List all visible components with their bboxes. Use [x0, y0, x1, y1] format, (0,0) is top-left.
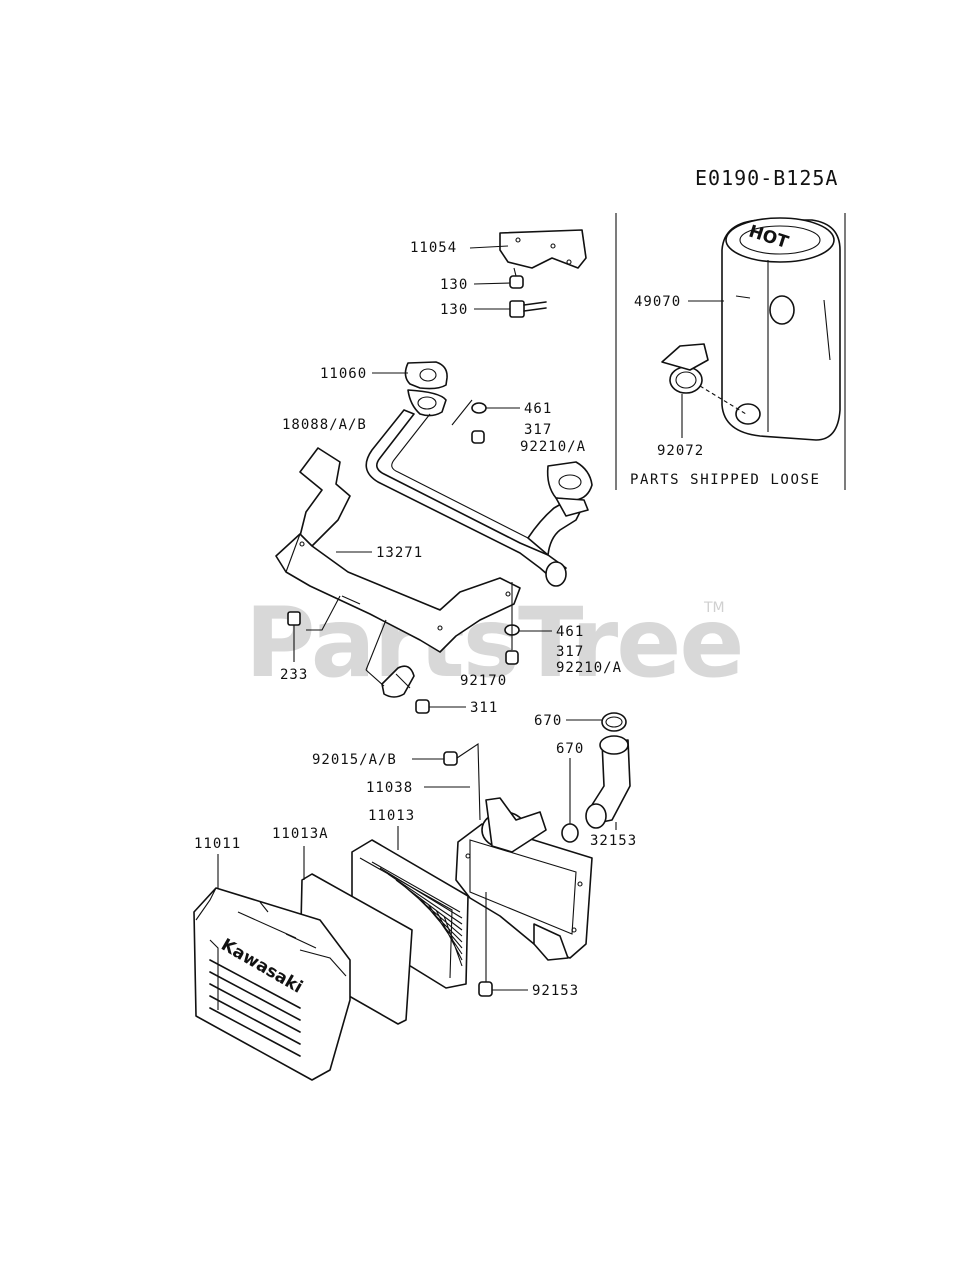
- gasket-11060: [404, 361, 448, 390]
- bolt-92153: [478, 981, 493, 997]
- callout-92210-upper: 92210/A: [520, 439, 586, 455]
- bolt-311: [415, 699, 430, 714]
- callout-92072: 92072: [657, 443, 704, 459]
- callout-92153: 92153: [532, 983, 579, 999]
- callout-11060: 11060: [320, 366, 367, 382]
- clamp-92170: [381, 665, 415, 698]
- callout-670-top: 670: [534, 713, 562, 729]
- heat-shield-13271: [275, 447, 521, 653]
- clamp-92072: [661, 343, 709, 394]
- callout-317-lower: 317: [556, 644, 584, 660]
- callout-11038: 11038: [366, 780, 413, 796]
- callout-92170: 92170: [460, 673, 507, 689]
- callout-130-nut: 130: [440, 277, 468, 293]
- callout-18088: 18088/A/B: [282, 417, 367, 433]
- diagram-code: E0190-B125A: [695, 166, 838, 190]
- callout-92210-lower: 92210/A: [556, 660, 622, 676]
- callout-317-upper: 317: [524, 422, 552, 438]
- exhaust-pipe-18088: [365, 389, 593, 587]
- elbow-32153: [585, 735, 631, 829]
- callout-32153: 32153: [590, 833, 637, 849]
- callout-11013: 11013: [368, 808, 415, 824]
- bracket-11054: [499, 229, 587, 269]
- callout-11013A: 11013A: [272, 826, 329, 842]
- callout-233: 233: [280, 667, 308, 683]
- washer-461-upper: [471, 402, 487, 414]
- oring-670-top: [601, 712, 627, 732]
- callout-461-upper: 461: [524, 401, 552, 417]
- muffler-49070: HOT: [721, 217, 841, 441]
- callout-92015: 92015/A/B: [312, 752, 397, 768]
- bolt-233: [287, 611, 301, 626]
- nut-130: [509, 267, 524, 289]
- callout-461-lower: 461: [556, 624, 584, 640]
- callout-11011: 11011: [194, 836, 241, 852]
- callout-11054: 11054: [410, 240, 457, 256]
- air-cleaner-cover-11011: Kawasaki: [193, 887, 351, 1081]
- bolt-130: [509, 300, 547, 318]
- air-cleaner-base-11038: [455, 797, 593, 961]
- oring-670-lower: [561, 823, 579, 843]
- callout-13271: 13271: [376, 545, 423, 561]
- nut-92015: [443, 751, 458, 766]
- nut-92210-upper: [471, 430, 485, 444]
- nut-92210-lower: [505, 650, 519, 665]
- callout-311: 311: [470, 700, 498, 716]
- parts-shipped-loose-note: PARTS SHIPPED LOOSE: [630, 472, 821, 488]
- callout-670-lower: 670: [556, 741, 584, 757]
- callout-130-bolt: 130: [440, 302, 468, 318]
- callout-49070: 49070: [634, 294, 681, 310]
- watermark-trademark: TM: [703, 600, 725, 616]
